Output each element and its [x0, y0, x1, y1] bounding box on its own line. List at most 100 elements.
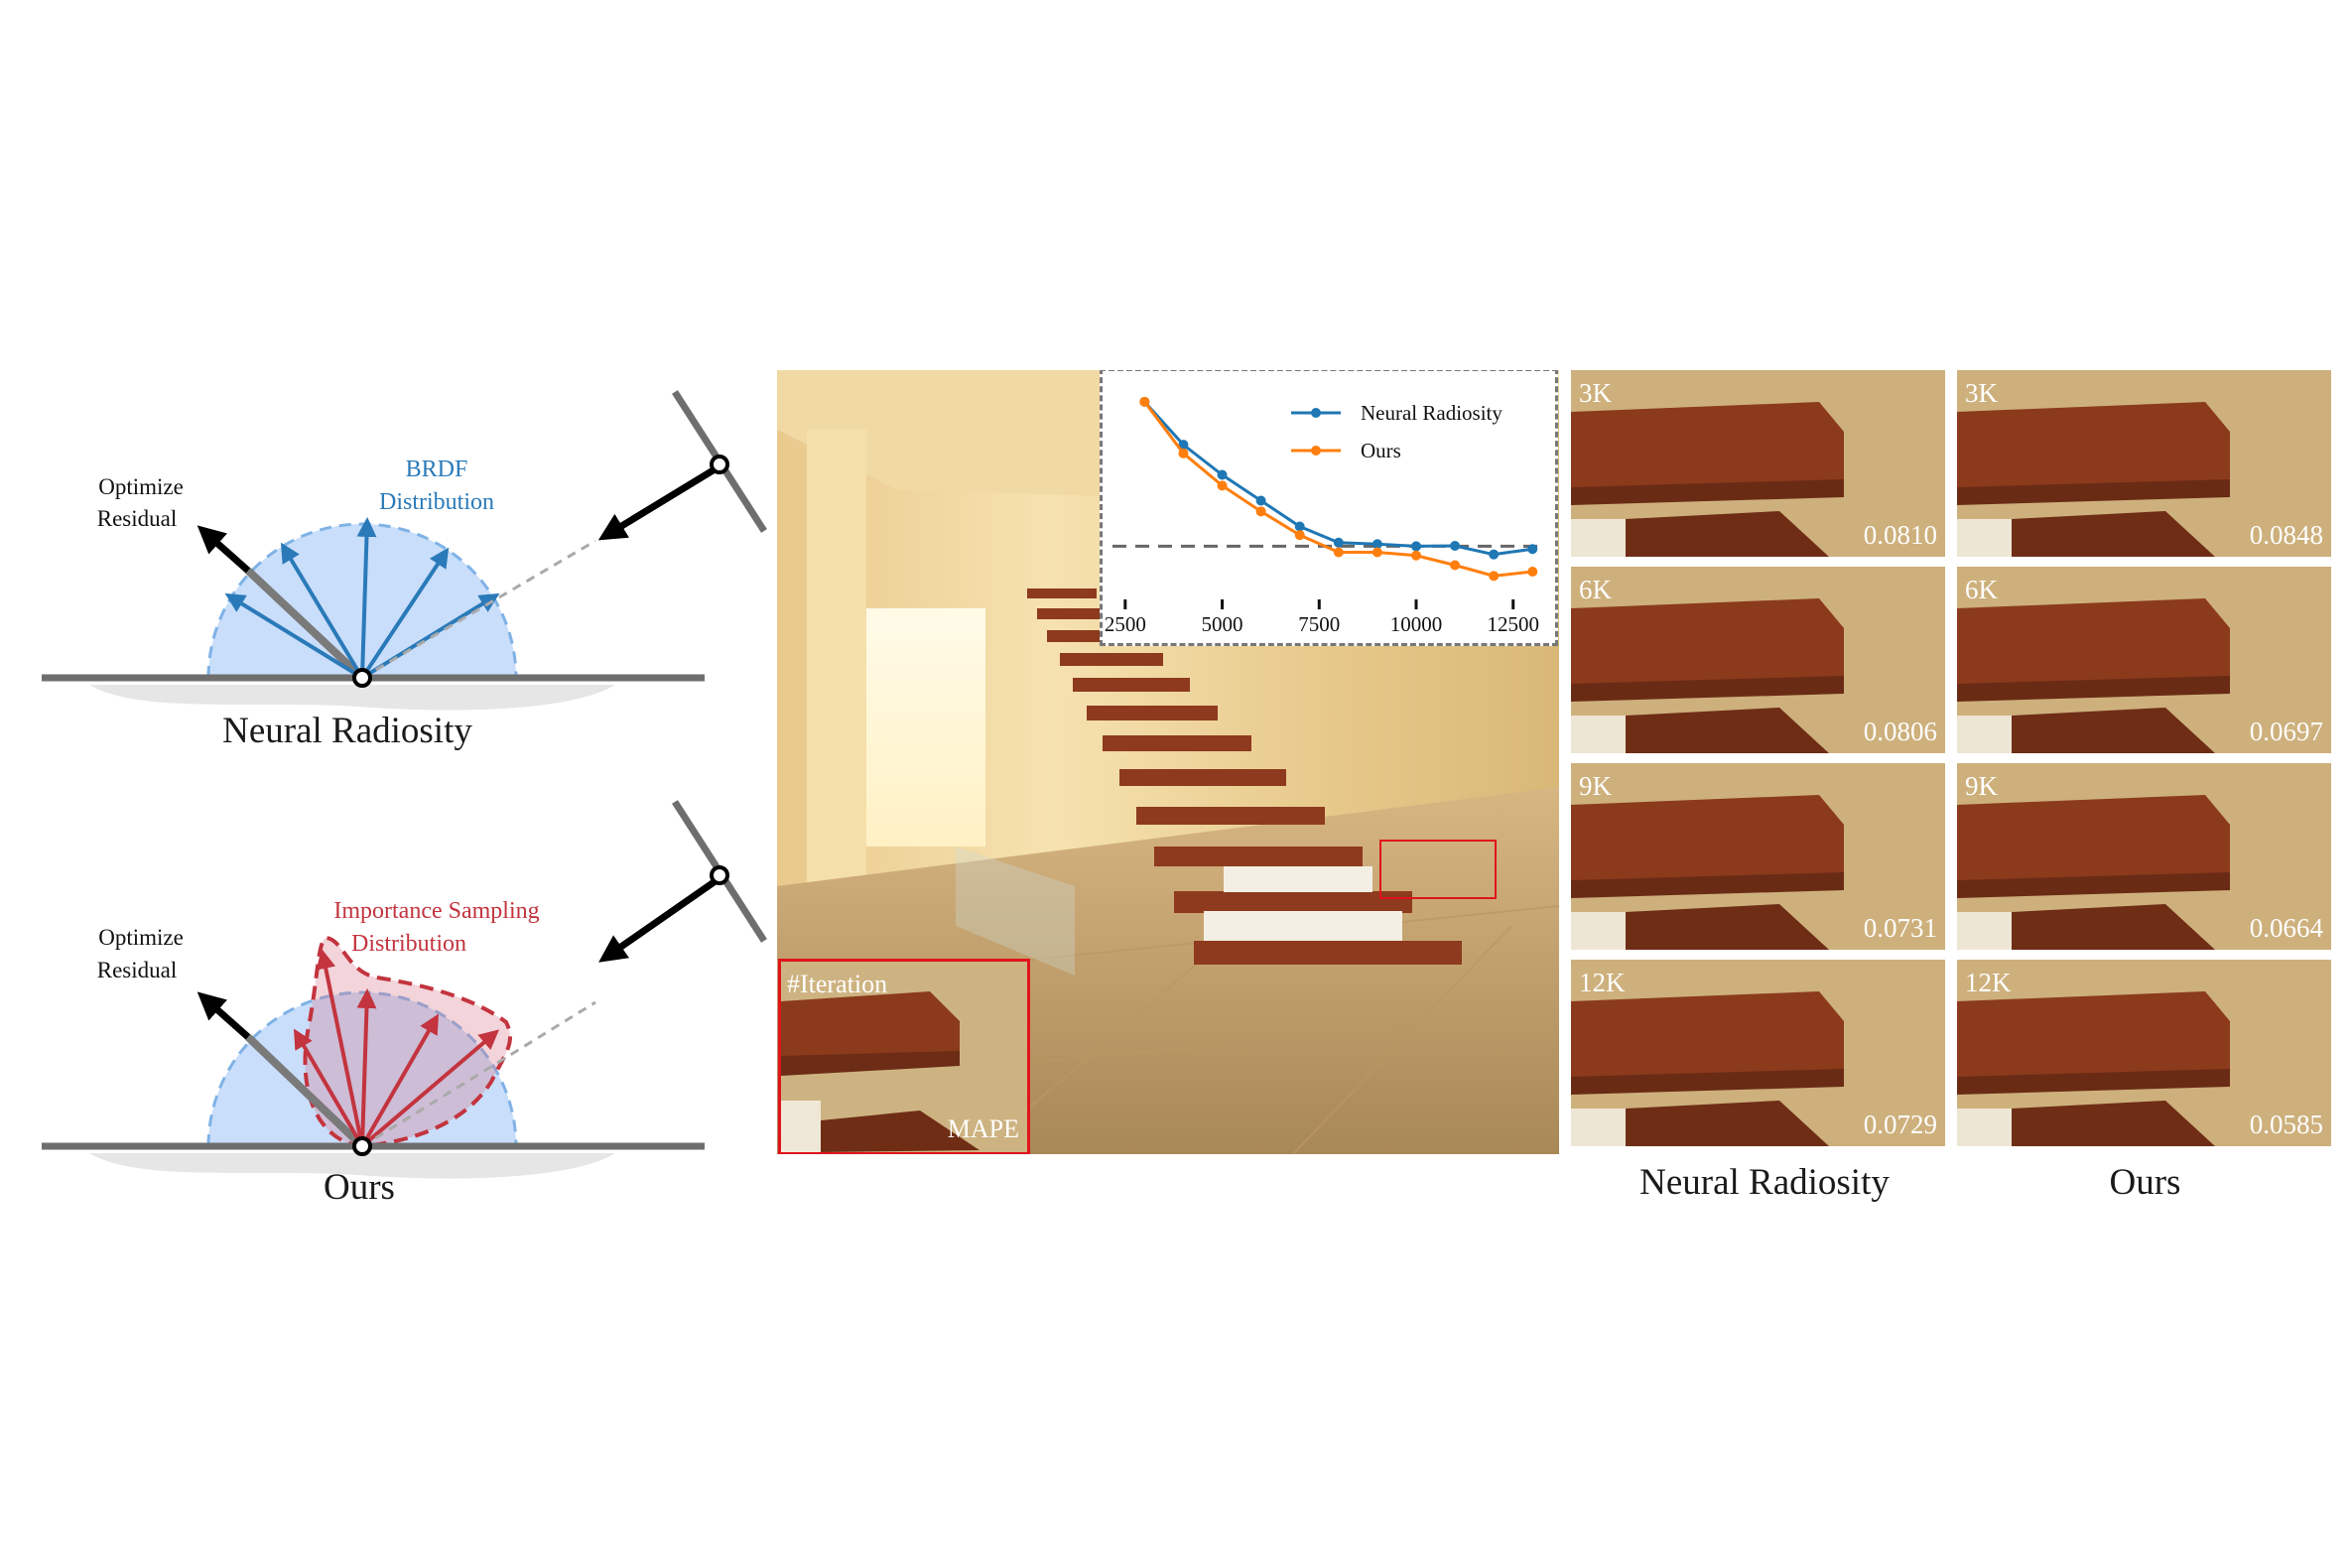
brdf-sample-arrows	[224, 517, 500, 680]
crop-cell-ours: 12K 0.0585	[1957, 960, 2331, 1146]
column-caption-ours: Ours	[2109, 1162, 2181, 1203]
data-point	[1217, 469, 1228, 480]
data-point	[1450, 560, 1461, 571]
data-point	[1139, 396, 1150, 407]
crop-cell-neural-radiosity: 9K 0.0731	[1571, 763, 1945, 950]
crop-grid: 3K 0.0810 3K 0.0848 6K 0.0806 6K 0.0697 9K 0.0731…	[1571, 370, 2335, 1154]
data-point	[1489, 571, 1500, 582]
crop-image	[1571, 567, 1945, 753]
camera-ray-arrow	[597, 463, 721, 541]
crop-iteration-label: 9K	[1965, 771, 1998, 801]
data-point	[1294, 530, 1305, 541]
camera-point	[710, 455, 729, 474]
legend-swatch-marker	[1311, 408, 1321, 418]
optimize-residual-arrow	[196, 991, 251, 1040]
data-point	[1178, 448, 1189, 458]
crop-iteration-label: 3K	[1965, 378, 1998, 408]
crop-image	[1957, 567, 2331, 753]
importance-label-line1: Importance Sampling	[333, 898, 539, 924]
crop-mape-value: 0.0585	[2249, 1110, 2323, 1139]
crop-iteration-label: 12K	[1965, 968, 2012, 997]
zoom-inset: #Iteration MAPE	[778, 959, 1030, 1154]
crop-image	[1571, 763, 1945, 950]
shading-point	[352, 668, 372, 688]
data-point	[1294, 521, 1305, 532]
crop-iteration-label: 9K	[1579, 771, 1612, 801]
importance-label-line2: Distribution	[351, 931, 466, 957]
data-point	[1255, 506, 1266, 517]
inset-iteration-label: #Iteration	[787, 970, 888, 998]
stair-treads	[1027, 588, 1462, 965]
x-tick-label: 7500	[1298, 612, 1340, 636]
x-tick-label: 10000	[1390, 612, 1443, 636]
inset-metric-label: MAPE	[947, 1114, 1019, 1143]
camera-ray-dashed	[361, 539, 596, 680]
crop-iteration-label: 6K	[1579, 575, 1612, 604]
camera-ray-dashed	[361, 1000, 596, 1148]
data-point	[1527, 544, 1538, 555]
caption-neural-radiosity: Neural Radiosity	[222, 711, 472, 751]
data-point	[1450, 541, 1461, 551]
data-point	[1372, 539, 1382, 550]
data-point	[1255, 495, 1266, 506]
data-point	[1411, 550, 1421, 561]
crop-iteration-label: 12K	[1579, 968, 1626, 997]
crop-iteration-label: 6K	[1965, 575, 1998, 604]
camera-point	[710, 865, 729, 885]
optimize-label-line2: Residual	[97, 958, 178, 982]
crop-mape-value: 0.0731	[1863, 913, 1937, 943]
legend-swatch-marker	[1311, 446, 1321, 456]
caption-ours: Ours	[324, 1167, 395, 1208]
crop-cell-neural-radiosity: 6K 0.0806	[1571, 567, 1945, 753]
crop-image	[1957, 960, 2331, 1146]
data-point	[1527, 567, 1538, 577]
inset-crop-image	[781, 962, 1027, 1152]
legend-label: Ours	[1361, 439, 1401, 462]
zoom-region-marker	[1379, 840, 1497, 899]
crop-cell-neural-radiosity: 12K 0.0729	[1571, 960, 1945, 1146]
brdf-label-line1: BRDF	[406, 457, 468, 482]
legend-label: Neural Radiosity	[1361, 401, 1503, 425]
data-point	[1333, 537, 1344, 548]
optimize-label-line1: Optimize	[98, 925, 184, 950]
diagram-ours: Optimize Residual Importance Sampling Di…	[42, 800, 767, 1179]
diagram-neural-radiosity: Optimize Residual BRDF Distribution	[42, 390, 767, 711]
crop-image	[1571, 960, 1945, 1146]
crop-image	[1957, 370, 2331, 557]
optimize-residual-arrow	[196, 525, 251, 574]
shading-point	[352, 1136, 372, 1156]
importance-sample-arrows	[293, 949, 500, 1148]
crop-cell-ours: 6K 0.0697	[1957, 567, 2331, 753]
column-caption-neural-radiosity: Neural Radiosity	[1639, 1162, 1890, 1203]
crop-mape-value: 0.0810	[1863, 520, 1937, 550]
crop-image	[1571, 370, 1945, 557]
data-point	[1333, 547, 1344, 558]
data-point	[1178, 440, 1189, 451]
crop-mape-value: 0.0806	[1863, 717, 1937, 746]
data-point	[1372, 547, 1382, 558]
residual-gray-line	[245, 1034, 365, 1149]
crop-cell-ours: 9K 0.0664	[1957, 763, 2331, 950]
surface-shadow	[89, 1153, 615, 1179]
x-tick-label: 5000	[1202, 612, 1243, 636]
surface-shadow	[89, 685, 615, 711]
crop-cell-ours: 3K 0.0848	[1957, 370, 2331, 557]
diagrams-panel: Optimize Residual BRDF Distribution Neur…	[42, 390, 767, 1208]
camera-ray-arrow	[598, 875, 721, 963]
optimize-label-line2: Residual	[97, 506, 178, 531]
x-tick-label: 2500	[1105, 612, 1146, 636]
crop-mape-value: 0.0848	[2249, 520, 2323, 550]
crop-mape-value: 0.0697	[2249, 717, 2323, 746]
crop-cell-neural-radiosity: 3K 0.0810	[1571, 370, 1945, 557]
optimize-label-line1: Optimize	[98, 474, 184, 499]
crop-mape-value: 0.0729	[1863, 1110, 1937, 1139]
data-point	[1217, 480, 1228, 491]
data-point	[1489, 549, 1500, 560]
residual-gray-line	[245, 568, 365, 681]
crop-image	[1957, 763, 2331, 950]
crop-mape-value: 0.0664	[2249, 913, 2323, 943]
brdf-label-line2: Distribution	[379, 489, 494, 515]
crop-iteration-label: 3K	[1579, 378, 1612, 408]
